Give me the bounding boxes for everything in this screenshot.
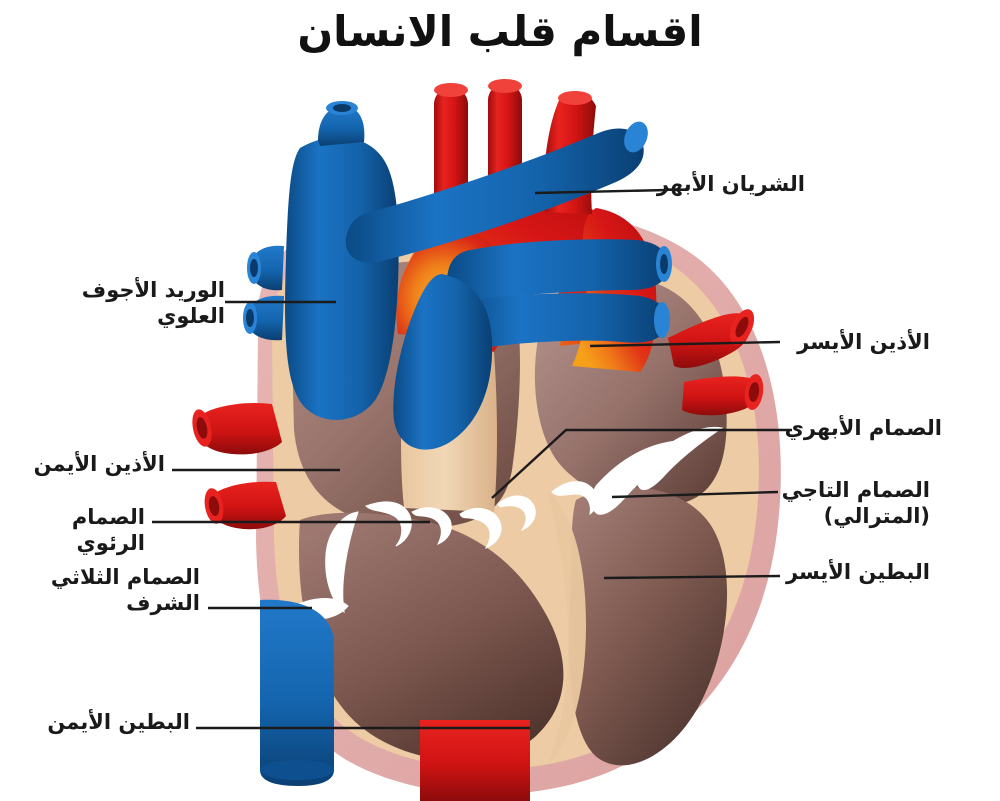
- left-ventricle-cavity: [568, 487, 728, 766]
- label-superior-vena-cava: الوريد الأجوف العلوي: [81, 278, 225, 328]
- inferior-vena-cava: [260, 599, 334, 786]
- brachiocephalic-trunk: [434, 88, 468, 212]
- label-aortic-valve: الصمام الأبهري: [784, 416, 942, 440]
- pulmonary-vein-stub-left-lower: [208, 481, 286, 530]
- pulmonary-vein-stub-right-lower: [682, 376, 760, 416]
- leader-left-atrium: [589, 340, 781, 348]
- mitral-valve-leaflet: [551, 481, 598, 516]
- label-right-atrium: الأذين الأيمن: [33, 452, 165, 476]
- superior-vena-cava: [243, 101, 399, 420]
- tricuspid-valve-leaflet: [325, 511, 359, 614]
- pulmonary-vein-stub-right-upper: [668, 313, 751, 369]
- label-left-ventricle: البطين الأيسر: [785, 560, 930, 584]
- mitral-valve-leaflet-3: [636, 426, 724, 491]
- leader-aortic-valve: [491, 428, 792, 499]
- leader-mitral-valve: [611, 490, 779, 499]
- pulmonary-valve-leaflet-2: [411, 507, 452, 545]
- label-pulmonary-valve: الصمام الرئوي: [71, 505, 145, 555]
- bottom-vessels: [260, 599, 530, 801]
- label-tricuspid-valve: الصمام الثلاثي الشرف: [50, 565, 200, 615]
- pulmonary-veins: [192, 309, 764, 530]
- leader-lines: [152, 188, 792, 730]
- aortic-valve-leaflet: [459, 507, 502, 549]
- page-title: اقسام قلب الانسان: [297, 7, 703, 56]
- label-aorta: الشريان الأبهر: [656, 172, 805, 196]
- descending-aorta: [420, 720, 530, 801]
- label-left-atrium: الأذين الأيسر: [797, 330, 930, 354]
- right-ventricle-cavity: [298, 512, 564, 761]
- label-right-ventricle: البطين الأيمن: [47, 710, 190, 734]
- pulmonary-vein-stub-left-upper: [194, 402, 282, 455]
- pulmonary-valve-leaflet: [365, 501, 412, 547]
- pulmonary-artery: [345, 121, 672, 450]
- leader-left-ventricle: [603, 574, 781, 580]
- label-mitral-valve: الصمام التاجي (المترالي): [781, 478, 930, 528]
- aortic-valve-leaflet-2: [497, 495, 536, 532]
- leader-aorta: [534, 188, 669, 195]
